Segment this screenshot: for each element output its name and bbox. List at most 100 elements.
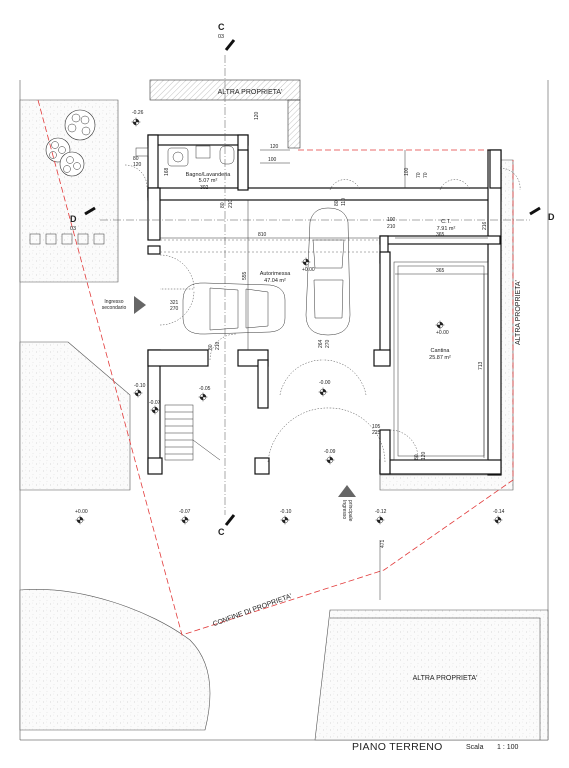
scale-value: 1 : 100 xyxy=(497,744,519,751)
ground-area-bottom-left xyxy=(19,589,211,731)
dim-label: 216 xyxy=(482,221,488,230)
level-marker: +0.00 xyxy=(75,509,88,525)
section-d-left-ref: 03 xyxy=(70,226,76,232)
car-outline xyxy=(182,282,286,335)
secondary-entrance-arrow xyxy=(134,296,146,314)
room-area-cantina: 25.87 m² xyxy=(429,355,451,361)
dim-label: 80 xyxy=(334,200,340,206)
dim-label: 302 xyxy=(200,185,209,191)
svg-text:-0.09: -0.09 xyxy=(324,449,336,455)
neighbour-right-label: ALTRA PROPRIETA' xyxy=(515,280,522,345)
stairs xyxy=(164,404,221,461)
section-c-top-arrow xyxy=(224,39,236,51)
property-boundary xyxy=(37,99,514,636)
dim-label: 70 xyxy=(423,172,429,178)
room-name-ct: C.T. xyxy=(441,219,451,225)
svg-text:-0.12: -0.12 xyxy=(375,509,387,515)
level-marker: -0.10 xyxy=(280,509,292,525)
boundary-label: CONFINE DI PROPRIETA' xyxy=(212,593,293,628)
svg-text:-0.05: -0.05 xyxy=(199,386,211,392)
neighbour-bottom-label: ALTRA PROPRIETA' xyxy=(413,675,478,682)
secondary-entrance-label-1: Ingresso xyxy=(104,299,123,305)
neighbour-property-top-right xyxy=(287,99,301,149)
bathroom-fixtures xyxy=(135,145,235,167)
room-area-ct: 7.91 m² xyxy=(437,226,456,232)
level-marker: -0.14 xyxy=(493,509,505,525)
level-marker: -0.12 xyxy=(375,509,387,525)
level-marker: -0.10 xyxy=(133,383,146,398)
plan-title: PIANO TERRENO xyxy=(352,741,443,753)
main-entrance-label-1: Ingresso xyxy=(341,500,347,519)
dimension-lines xyxy=(160,149,488,600)
svg-text:+0.00: +0.00 xyxy=(302,267,315,273)
dim-label: 471 xyxy=(380,539,386,548)
level-marker: -0.09 xyxy=(324,449,336,465)
dim-label: 365 xyxy=(436,232,445,238)
dim-label: 270 xyxy=(325,339,331,348)
section-c-top-ref: 03 xyxy=(218,34,224,40)
dim-label: 264 xyxy=(318,339,324,348)
level-marker: -0.00 xyxy=(318,380,331,397)
svg-text:-0.07: -0.07 xyxy=(149,400,161,406)
section-c-bottom: C xyxy=(218,527,225,537)
level-marker: -0.07 xyxy=(179,509,191,525)
svg-text:+0.00: +0.00 xyxy=(75,509,88,515)
dim-label: 80 xyxy=(208,344,214,350)
dim-label: 80 xyxy=(220,202,226,208)
svg-text:-0.26: -0.26 xyxy=(132,110,144,116)
door-swings xyxy=(124,164,521,463)
dim-label: 270 xyxy=(170,306,179,312)
dim-label: 713 xyxy=(478,361,484,370)
section-d-right: D xyxy=(548,212,555,222)
room-name-cantina: Cantina xyxy=(431,348,451,354)
room-name-bagno: Bagno/Lavanderia xyxy=(186,172,232,178)
bottom-right-inner-line xyxy=(330,617,541,740)
room-area-autorimessa: 47.04 m² xyxy=(264,278,286,284)
scale-label: Scala xyxy=(466,744,484,751)
dim-label: 100 xyxy=(268,157,277,163)
dim-label: 105 xyxy=(372,424,381,430)
level-marker: -0.07 xyxy=(149,400,161,415)
dim-label: 225 xyxy=(372,430,381,436)
ground-area-left xyxy=(19,341,131,491)
tree-icon xyxy=(45,109,96,177)
svg-text:-0.07: -0.07 xyxy=(179,509,191,515)
dim-label: 555 xyxy=(242,271,248,280)
main-entrance-label-2: principale xyxy=(347,500,353,522)
car-outline xyxy=(305,207,351,336)
dim-label: 100 xyxy=(387,217,396,223)
dim-label: 100 xyxy=(404,167,410,176)
secondary-entrance-label-2: secondario xyxy=(102,305,127,311)
level-marker: -0.05 xyxy=(198,386,211,402)
section-c-top: C xyxy=(218,22,225,32)
dim-label: 110 xyxy=(341,198,347,206)
level-marker: +0.00 xyxy=(301,257,315,273)
section-d-right-arrow xyxy=(529,206,541,216)
dim-label: 168 xyxy=(164,167,170,176)
section-d-left-arrow xyxy=(84,206,96,216)
room-name-autorimessa: Autorimessa xyxy=(260,271,292,277)
neighbour-top-label: ALTRA PROPRIETA' xyxy=(218,89,283,96)
dim-label: 120 xyxy=(133,162,142,168)
dim-label: 210 xyxy=(215,341,221,350)
dim-label: 70 xyxy=(416,172,422,178)
svg-text:+0.00: +0.00 xyxy=(436,330,449,336)
dim-label: 810 xyxy=(258,232,267,238)
svg-text:-0.10: -0.10 xyxy=(134,383,146,389)
dim-label: 80 xyxy=(414,454,420,460)
dim-label: 120 xyxy=(254,111,260,120)
dim-label: 80 xyxy=(133,156,139,162)
section-c-bottom-arrow xyxy=(224,514,236,526)
svg-text:-0.10: -0.10 xyxy=(280,509,292,515)
main-entrance-arrow xyxy=(338,485,356,497)
dim-label: 120 xyxy=(421,451,427,460)
dim-label: 321 xyxy=(170,300,179,306)
building-walls xyxy=(147,134,502,476)
ground-area-bottom-right xyxy=(314,609,549,741)
dim-label: 210 xyxy=(228,199,234,208)
cantina-inner xyxy=(393,261,489,461)
level-marker: -0.26 xyxy=(131,110,144,127)
room-area-bagno: 5.07 m² xyxy=(199,178,218,184)
level-marker: +0.00 xyxy=(435,320,449,336)
